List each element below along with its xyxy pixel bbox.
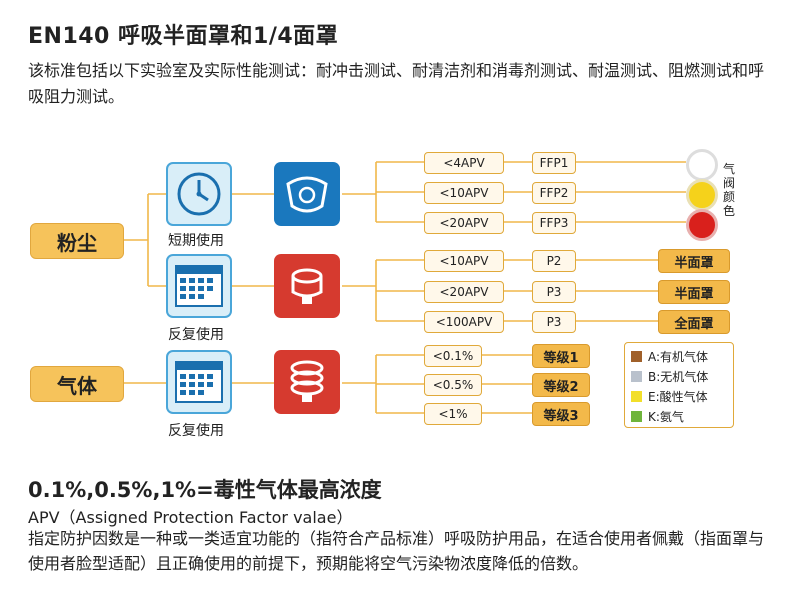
p-level: P3 <box>532 281 576 303</box>
apv-tag: <20APV <box>424 281 504 303</box>
ffp-level: FFP1 <box>532 152 576 174</box>
legend-swatch-ammonia <box>631 410 642 422</box>
gas-filter-icon <box>274 350 340 414</box>
apv-tag: <100APV <box>424 311 504 333</box>
mask-type-badge: 全面罩 <box>658 310 730 334</box>
ffp-level: FFP2 <box>532 182 576 204</box>
apv-tag: <4APV <box>424 152 504 174</box>
ffp-level: FFP3 <box>532 212 576 234</box>
legend-swatch-organic <box>631 350 642 362</box>
category-dust: 粉尘 <box>30 223 124 259</box>
calendar-icon <box>166 350 232 414</box>
gas-grade-badge: 等级2 <box>532 373 590 397</box>
reusable-mask-icon <box>274 254 340 318</box>
legend-swatch-acid <box>631 390 642 402</box>
legend-label: B:无机气体 <box>648 369 709 384</box>
valve-color-yellow <box>686 179 718 211</box>
concentration-tag: <1% <box>424 403 482 425</box>
disposable-mask-icon <box>274 162 340 226</box>
toxic-gas-heading: 0.1%,0.5%,1%=毒性气体最高浓度 <box>28 478 382 502</box>
usage-short-term: 短期使用 <box>168 233 224 249</box>
apv-definition: 指定防护因数是一种或一类适宜功能的（指符合产品标准）呼吸防护用品，在适合使用者佩… <box>28 529 765 573</box>
legend-item: A:有机气体 <box>631 346 727 366</box>
page-title: EN140 呼吸半面罩和1/4面罩 <box>28 24 339 49</box>
legend-item: E:酸性气体 <box>631 386 727 406</box>
clock-icon <box>166 162 232 226</box>
apv-tag: <10APV <box>424 182 504 204</box>
valve-color-label: 气阀颜色 <box>722 162 735 218</box>
gas-grade-badge: 等级3 <box>532 402 590 426</box>
gas-grade-badge: 等级1 <box>532 344 590 368</box>
gas-filter-legend: A:有机气体 B:无机气体 E:酸性气体 K:氨气 <box>624 342 734 428</box>
apv-tag: <10APV <box>424 250 504 272</box>
legend-item: B:无机气体 <box>631 366 727 386</box>
legend-item: K:氨气 <box>631 406 727 426</box>
legend-label: E:酸性气体 <box>648 389 708 404</box>
usage-reuse-dust: 反复使用 <box>168 327 224 343</box>
concentration-tag: <0.5% <box>424 374 482 396</box>
legend-label: A:有机气体 <box>648 349 709 364</box>
p-level: P2 <box>532 250 576 272</box>
legend-label: K:氨气 <box>648 409 684 424</box>
mask-type-badge: 半面罩 <box>658 249 730 273</box>
concentration-tag: <0.1% <box>424 345 482 367</box>
apv-tag: <20APV <box>424 212 504 234</box>
legend-swatch-inorganic <box>631 370 642 382</box>
calendar-icon <box>166 254 232 318</box>
valve-color-red <box>686 209 718 241</box>
mask-type-badge: 半面罩 <box>658 280 730 304</box>
usage-reuse-gas: 反复使用 <box>168 423 224 439</box>
category-gas: 气体 <box>30 366 124 402</box>
intro-text: 该标准包括以下实验室及实际性能测试：耐冲击测试、耐清洁剂和消毒剂测试、耐温测试、… <box>28 61 765 106</box>
p-level: P3 <box>532 311 576 333</box>
valve-color-white <box>686 149 718 181</box>
apv-heading: APV（Assigned Protection Factor valae） <box>28 508 353 527</box>
